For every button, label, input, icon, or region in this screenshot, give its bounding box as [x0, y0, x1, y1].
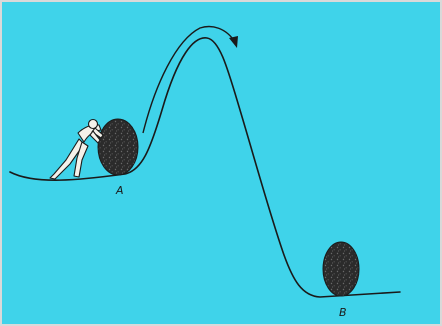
curved-arrow-icon	[142, 25, 236, 134]
terrain-curve	[9, 37, 401, 298]
arrow-head	[229, 36, 238, 48]
person-pushing-icon	[49, 118, 104, 180]
boulder-icon	[97, 118, 139, 176]
label-point-a: A	[115, 184, 124, 197]
boulder-icon	[322, 241, 360, 297]
label-point-b: B	[339, 306, 347, 319]
